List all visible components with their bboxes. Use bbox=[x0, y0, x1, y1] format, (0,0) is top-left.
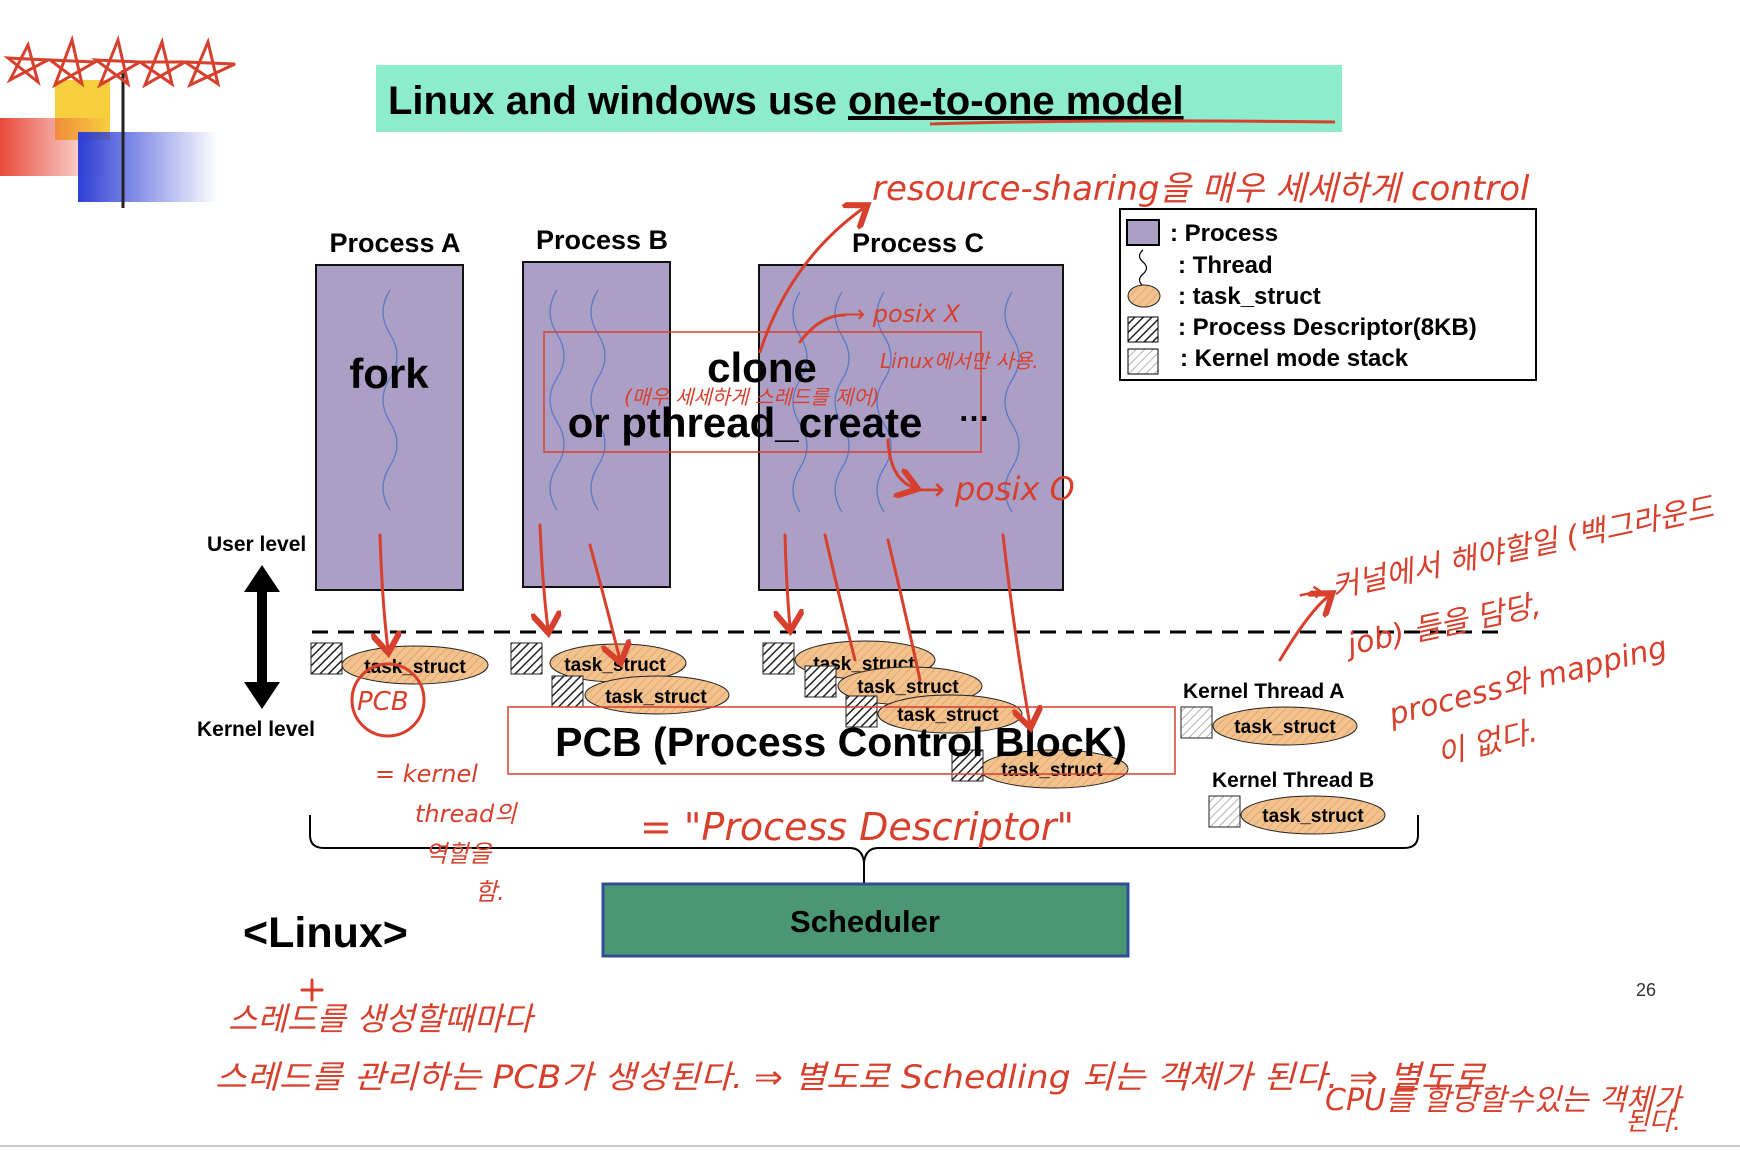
process-a-label: Process A bbox=[329, 228, 460, 258]
pcb-label: PCB (Process Control BlocK) bbox=[555, 719, 1127, 765]
process-c-box bbox=[758, 264, 1064, 591]
page-number: 26 bbox=[1636, 980, 1656, 1000]
task-struct-label: task_struct bbox=[605, 687, 707, 708]
task-struct-group: task_struct task_struct task_struct task… bbox=[310, 640, 1129, 789]
pcb-highlight-box bbox=[507, 706, 1176, 775]
annotation-bottom-2: 스레드를 관리하는 PCB가 생성된다. ⇒ 별도로 Schedling 되는 … bbox=[215, 1058, 1487, 1096]
process-square-icon bbox=[1126, 219, 1160, 246]
clone-highlight-box bbox=[543, 331, 982, 453]
slide-title: Linux and windows use one-to-one model bbox=[388, 79, 1184, 123]
kernel-thread-b-label: Kernel Thread B bbox=[1212, 769, 1374, 792]
descriptor-hatch-icon bbox=[1127, 316, 1159, 343]
legend: : Process : Thread : task_struct : Proce… bbox=[1119, 208, 1537, 381]
legend-item-descriptor: : Process Descriptor(8KB) bbox=[1178, 314, 1477, 341]
task-struct-label: task_struct bbox=[364, 657, 466, 678]
legend-item-process: : Process bbox=[1170, 220, 1278, 247]
annotation-kernel-right-2: job) 들을 담당, bbox=[1340, 588, 1543, 664]
title-underline-annotation bbox=[929, 119, 1336, 126]
annotation-arrows bbox=[300, 207, 1330, 1002]
process-b-box bbox=[522, 261, 671, 588]
annotation-resource-sharing: resource-sharing을 매우 세세하게 control bbox=[872, 169, 1530, 209]
annotation-clone-detail: (매우 세세하게 스레드를 제어) bbox=[624, 385, 879, 409]
level-double-arrow-icon bbox=[244, 565, 280, 709]
linux-label: <Linux> bbox=[243, 909, 408, 957]
pthread-create-label: or pthread_create bbox=[568, 399, 923, 446]
fork-label: fork bbox=[349, 350, 429, 397]
annotation-pcb-role-3: 역할을 bbox=[425, 840, 493, 868]
star-doodle-icon bbox=[3, 34, 236, 89]
thread-squiggle-icon bbox=[1138, 249, 1148, 287]
task-struct-ellipse-icon bbox=[1127, 284, 1161, 308]
annotation-linux-only: Linux에서만 사용. bbox=[880, 349, 1039, 373]
legend-item-thread: : Thread bbox=[1178, 252, 1273, 279]
thread-icon bbox=[382, 289, 398, 511]
scheduler-label: Scheduler bbox=[790, 904, 940, 939]
annotation-pcb-role-2: thread의 bbox=[415, 800, 518, 828]
task-struct-label: task_struct bbox=[897, 705, 999, 726]
task-struct-label: task_struct bbox=[564, 655, 666, 676]
ellipsis-label: … bbox=[958, 392, 990, 428]
kernel-thread-a-label: Kernel Thread A bbox=[1183, 680, 1344, 703]
annotation-bottom-3: CPU를 할당할수있는 객체가 bbox=[1325, 1083, 1684, 1118]
annotation-pcb-role-1: = kernel bbox=[375, 760, 478, 788]
annotation-bottom-4: 된다. bbox=[1625, 1107, 1681, 1137]
thread-icon bbox=[549, 289, 565, 511]
clone-label: clone bbox=[707, 344, 817, 391]
legend-item-task-struct: : task_struct bbox=[1178, 283, 1321, 310]
user-level-label: User level bbox=[207, 533, 306, 556]
task-struct-label: task_struct bbox=[1001, 760, 1103, 781]
annotation-pcb-role-4: 함. bbox=[475, 878, 505, 906]
annotation-posix-o: → posix O bbox=[918, 470, 1075, 508]
process-b-label: Process B bbox=[536, 225, 668, 255]
annotation-posix-x: → posix X bbox=[845, 300, 961, 328]
kernel-stack-hatch-icon bbox=[1127, 348, 1159, 375]
process-a-box bbox=[315, 264, 464, 591]
annotation-bottom-1: 스레드를 생성할때마다 bbox=[228, 1000, 536, 1038]
kernel-level-label: Kernel level bbox=[197, 718, 315, 741]
task-struct-label: task_struct bbox=[1262, 806, 1364, 827]
thread-icon bbox=[590, 289, 606, 511]
annotation-process-descriptor: = "Process Descriptor" bbox=[640, 805, 1074, 849]
task-struct-label: task_struct bbox=[857, 677, 959, 698]
thread-lines bbox=[382, 289, 1020, 513]
thread-icon bbox=[1004, 291, 1020, 513]
task-struct-label: task_struct bbox=[1234, 717, 1336, 738]
annotation-kernel-right-4: 이 없다. bbox=[1433, 714, 1540, 773]
corner-decoration bbox=[0, 34, 1560, 208]
legend-item-kernel-stack: : Kernel mode stack bbox=[1180, 345, 1409, 372]
scheduler-box bbox=[601, 882, 1130, 958]
process-c-label: Process C bbox=[852, 228, 984, 258]
annotation-pcb-circle: PCB bbox=[357, 687, 409, 717]
